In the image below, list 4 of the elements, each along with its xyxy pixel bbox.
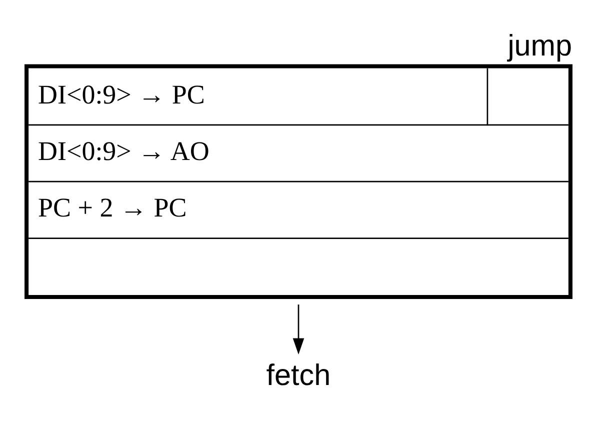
- arrow: [292, 304, 304, 354]
- node-box: DI<0:9> → PC DI<0:9> → AO PC + 2 → PC: [24, 64, 572, 299]
- node-label: jump: [508, 29, 572, 62]
- node-text: fetch: [266, 358, 331, 392]
